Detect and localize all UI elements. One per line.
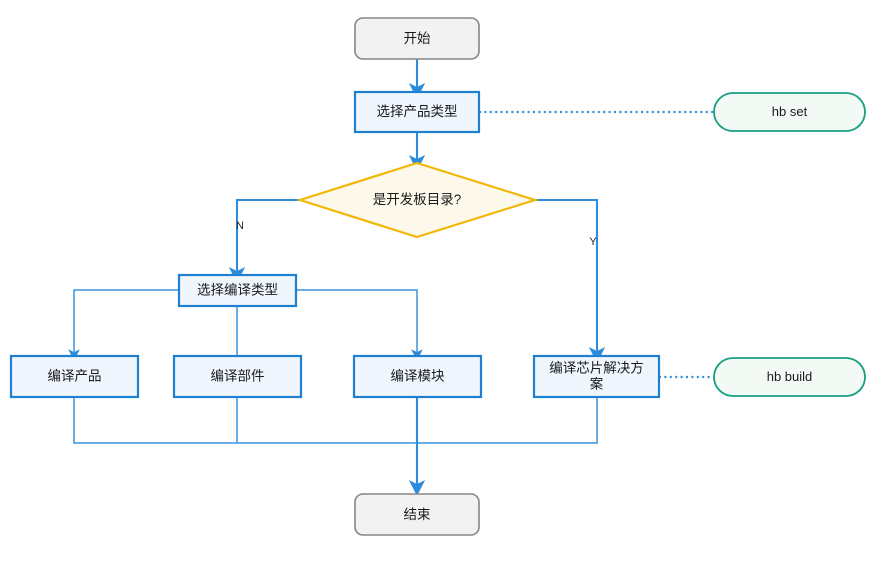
node-hb-set[interactable]: hb set — [713, 92, 866, 132]
build-chip-solution-label-line2: 案 — [590, 376, 604, 392]
build-module-label: 编译模块 — [391, 369, 445, 384]
decision-shape — [296, 161, 539, 239]
build-product-label: 编译产品 — [48, 369, 102, 384]
start-label: 开始 — [404, 31, 431, 46]
hb-set-shape — [713, 92, 866, 132]
node-start[interactable]: 开始 — [354, 17, 480, 60]
select-build-type-shape — [177, 273, 298, 308]
edge-select-build-type-to-build-product — [68, 289, 179, 361]
select-product-type-label: 选择产品类型 — [377, 104, 458, 119]
edge-select-build-type-to-build-module — [296, 289, 423, 361]
node-build-component[interactable]: 编译部件 — [172, 354, 303, 399]
edge-build-chip-solution-to-bus — [417, 398, 598, 444]
build-module-shape — [352, 354, 483, 399]
build-chip-solution-shape — [532, 354, 661, 399]
node-build-chip-solution[interactable]: 编译芯片解决方 案 — [532, 354, 661, 399]
start-shape — [354, 17, 480, 60]
hb-build-label: hb build — [767, 369, 813, 384]
end-shape — [354, 493, 480, 536]
node-decision-is-board-dir[interactable]: 是开发板目录? — [296, 161, 539, 239]
select-build-type-label: 选择编译类型 — [197, 283, 278, 298]
hb-set-label: hb set — [772, 104, 808, 119]
select-product-type-shape — [353, 90, 481, 134]
edge-label-no: N — [236, 220, 244, 232]
edge-build-product-to-bus — [73, 398, 417, 444]
node-build-module[interactable]: 编译模块 — [352, 354, 483, 399]
node-end[interactable]: 结束 — [354, 493, 480, 536]
build-component-label: 编译部件 — [211, 369, 265, 384]
edge-label-yes: Y — [589, 236, 597, 248]
edge-decision-yes-to-build-chip-solution — [535, 198, 606, 363]
node-select-build-type[interactable]: 选择编译类型 — [177, 273, 298, 308]
build-chip-solution-label-line1: 编译芯片解决方 — [549, 361, 644, 376]
end-label: 结束 — [404, 507, 431, 522]
build-component-shape — [172, 354, 303, 399]
edge-decision-no-to-select-build-type — [228, 198, 300, 283]
node-select-product-type[interactable]: 选择产品类型 — [353, 90, 481, 134]
hb-build-shape — [713, 357, 866, 397]
node-hb-build[interactable]: hb build — [713, 357, 866, 397]
build-product-shape — [9, 354, 140, 399]
decision-label: 是开发板目录? — [373, 192, 462, 207]
node-build-product[interactable]: 编译产品 — [9, 354, 140, 399]
